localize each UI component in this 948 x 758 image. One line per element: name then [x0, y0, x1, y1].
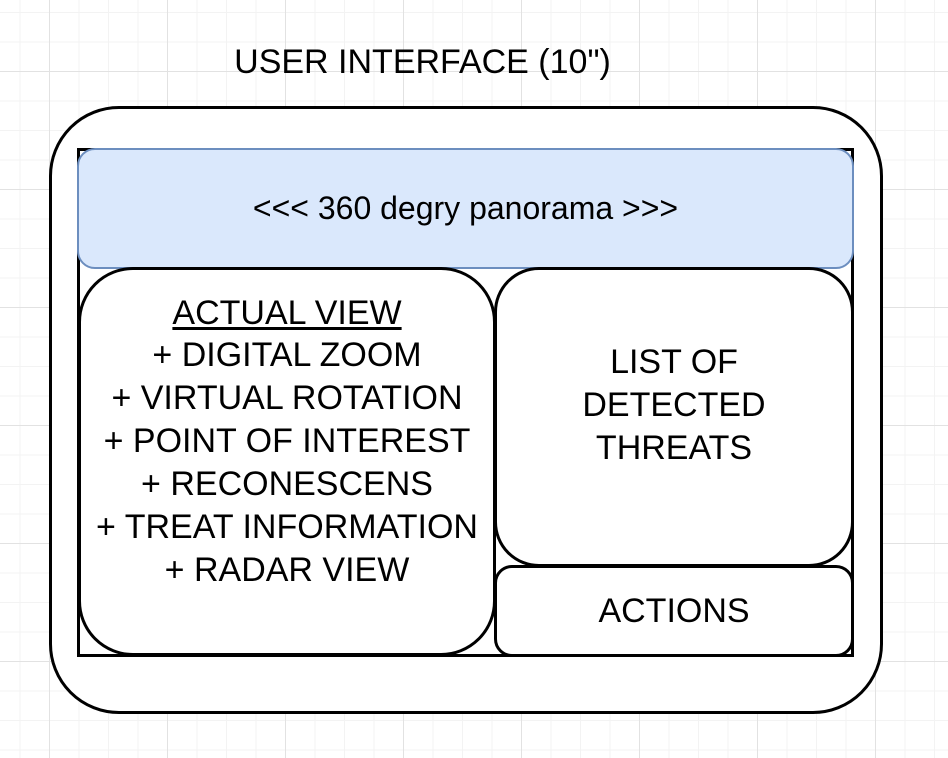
threat-list-label-line-3: THREATS: [595, 428, 753, 467]
feature-virtual-rotation: + VIRTUAL ROTATION: [111, 379, 463, 417]
threat-list-label-line-2: DETECTED: [582, 385, 766, 424]
threat-list-label-line-1: LIST OF: [610, 342, 738, 381]
threat-list-panel[interactable]: LIST OF DETECTED THREATS: [494, 267, 854, 567]
diagram-title: USER INTERFACE (10"): [234, 43, 611, 81]
feature-treat-information: + TREAT INFORMATION: [96, 508, 478, 546]
panorama-label: <<< 360 degry panorama >>>: [252, 190, 679, 226]
panorama-strip[interactable]: <<< 360 degry panorama >>>: [77, 148, 854, 269]
feature-radar-view: + RADAR VIEW: [164, 551, 410, 589]
feature-point-of-interest: + POINT OF INTEREST: [103, 422, 471, 460]
feature-reconescens: + RECONESCENS: [141, 465, 433, 503]
actions-panel[interactable]: ACTIONS: [494, 565, 854, 657]
actions-label: ACTIONS: [598, 591, 750, 630]
feature-digital-zoom: + DIGITAL ZOOM: [152, 336, 422, 374]
actual-view-heading: ACTUAL VIEW: [172, 294, 402, 332]
actual-view-panel[interactable]: ACTUAL VIEW + DIGITAL ZOOM + VIRTUAL ROT…: [78, 267, 496, 656]
